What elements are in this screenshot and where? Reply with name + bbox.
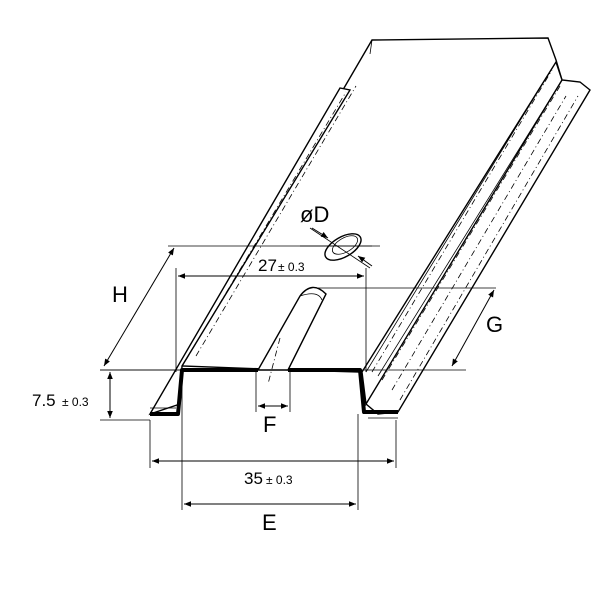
rail-profile: [150, 368, 398, 416]
dim-D: [300, 227, 380, 269]
dim-G: [292, 287, 496, 371]
label-H: H: [112, 282, 128, 307]
dim-outer-width: [149, 420, 397, 468]
height-value: 7.5: [32, 391, 56, 410]
outer-width-tolerance: ± 0.3: [266, 473, 293, 487]
dim-F: [255, 337, 291, 412]
outer-width-value: 35: [244, 469, 263, 488]
label-G: G: [486, 312, 503, 337]
inner-width-value: 27: [258, 256, 277, 275]
label-E: E: [262, 510, 277, 535]
dim-inner-width: [175, 268, 367, 372]
label-F: F: [263, 412, 276, 437]
inner-width-tolerance: ± 0.3: [278, 260, 305, 274]
height-tolerance: ± 0.3: [62, 395, 89, 409]
dim-E: [181, 370, 359, 510]
rail-body: [148, 37, 591, 416]
label-hole-diameter: øD: [300, 202, 329, 227]
